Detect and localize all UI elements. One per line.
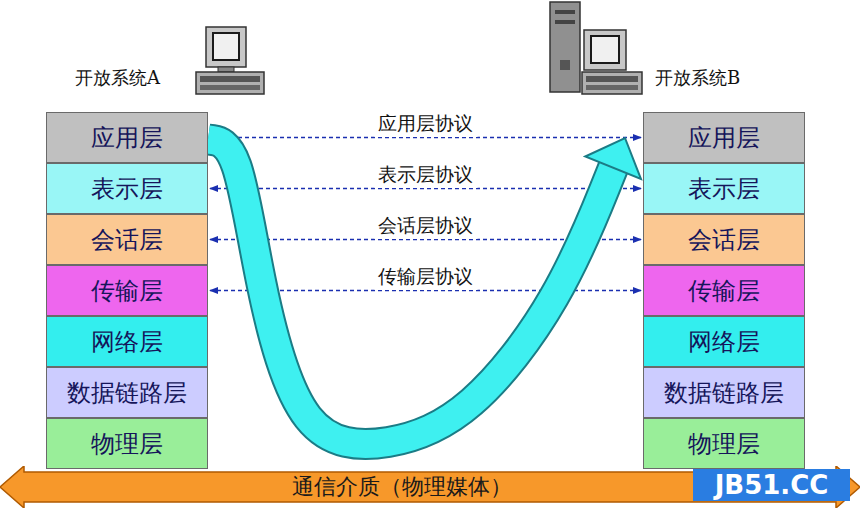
layer-name: 物理层	[688, 428, 760, 460]
protocol-line	[210, 188, 641, 189]
layer-name: 应用层	[91, 122, 163, 154]
layer-name: 表示层	[91, 173, 163, 205]
layer-box: 传输层	[46, 265, 208, 316]
layer-name: 传输层	[91, 275, 163, 307]
layer-name: 物理层	[91, 428, 163, 460]
layer-name: 会话层	[91, 224, 163, 256]
layer-box: 表示层	[46, 163, 208, 214]
layer-box: 传输层	[643, 265, 805, 316]
system-title: 开放系统A	[75, 66, 160, 90]
layer-name: 数据链路层	[67, 377, 187, 409]
layer-box: 表示层	[643, 163, 805, 214]
protocol-label: 应用层协议	[374, 111, 477, 137]
layer-name: 数据链路层	[664, 377, 784, 409]
computer-b	[550, 2, 642, 94]
medium-label: 通信介质（物理媒体）	[292, 472, 512, 502]
layer-name: 会话层	[688, 224, 760, 256]
layer-box: 会话层	[643, 214, 805, 265]
protocol-label: 会话层协议	[374, 213, 477, 239]
layer-name: 应用层	[688, 122, 760, 154]
protocol-label: 传输层协议	[374, 264, 477, 290]
layer-box: 数据链路层	[643, 367, 805, 418]
data-flow-arrow	[208, 138, 641, 444]
layer-box: 会话层	[46, 214, 208, 265]
layer-name: 传输层	[688, 275, 760, 307]
layer-box: 物理层	[46, 418, 208, 469]
layer-box: 网络层	[643, 316, 805, 367]
layer-box: 网络层	[46, 316, 208, 367]
system-title: 开放系统B	[655, 66, 740, 90]
layer-name: 网络层	[688, 326, 760, 358]
protocol-label: 表示层协议	[374, 162, 477, 188]
computer-a	[196, 27, 264, 94]
layer-box: 应用层	[643, 112, 805, 163]
watermark: JB51.CC	[693, 469, 850, 501]
layer-box: 物理层	[643, 418, 805, 469]
layer-name: 网络层	[91, 326, 163, 358]
layer-box: 应用层	[46, 112, 208, 163]
protocol-line	[210, 137, 641, 138]
layer-box: 数据链路层	[46, 367, 208, 418]
layer-name: 表示层	[688, 173, 760, 205]
